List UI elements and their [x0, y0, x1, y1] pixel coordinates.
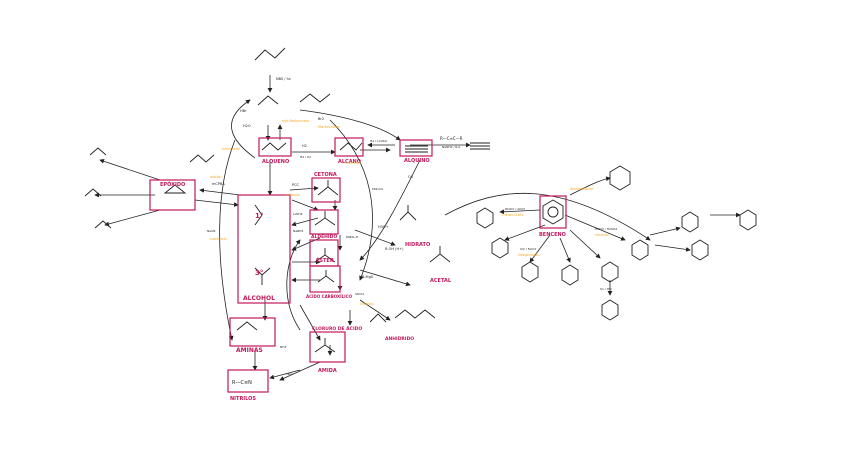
- reaction-arrows-right: [445, 178, 740, 295]
- cond-nabh4: NaBH4: [293, 229, 303, 233]
- alkyne-formula: R—C≡C—R: [440, 136, 463, 141]
- label-aldehido: ALDEHIDO: [311, 234, 337, 240]
- box-aminas: [230, 318, 275, 346]
- label-alcohol: ALCOHOL: [243, 295, 275, 302]
- cond-lah: LiAlH4: [293, 212, 303, 216]
- label-cloruro: CLORURO DE ÁCIDO: [312, 325, 362, 332]
- box-aldehido: [310, 210, 338, 234]
- cond-lindlar: H2 / Lindlar: [370, 139, 388, 143]
- cond-socl2: SOCl2: [355, 292, 364, 296]
- cond-hbr: HBr: [240, 109, 247, 113]
- molecule-sketches: [85, 48, 756, 352]
- cond-mcpba: mCPBA: [212, 182, 225, 186]
- box-benceno: [540, 196, 566, 228]
- note-sustitucion: sustitución: [210, 237, 227, 241]
- cond-heat: calor: [286, 372, 294, 376]
- label-tertiary: 3°: [255, 269, 263, 277]
- note-reduccion: reducción: [345, 161, 361, 165]
- note-hidrolisis: hidrólisis: [360, 302, 374, 306]
- label-alquino: ALQUINO: [404, 158, 430, 164]
- note-oxidacion: oxidación: [285, 193, 300, 197]
- cond-nbs: NBS / hv: [276, 77, 291, 81]
- cond-h2-pd: H2 / Pd: [300, 155, 311, 159]
- label-aminas: AMINAS: [236, 347, 263, 354]
- cond-o3: O3: [408, 175, 413, 179]
- cond-h2: H2: [302, 144, 307, 148]
- cond-nh3: NH3: [280, 345, 287, 349]
- label-anhidrido: ANHIDRIDO: [385, 336, 414, 342]
- cond-alcl3: RCOCl / AlCl3: [505, 207, 525, 211]
- cond-grignard: R-MgX: [362, 275, 374, 279]
- reagent-conditions: NBS / hv H2 H2 / Pd H2 / Lindlar Br2 HBr…: [207, 77, 617, 376]
- label-nitrilos: NITRILOS: [230, 396, 256, 402]
- note-halogenacion: halogenación: [518, 253, 539, 257]
- note-nitracion: nitración: [595, 233, 609, 237]
- box-alcohol: [238, 195, 290, 303]
- formula-text: R—C≡N R—C≡C—R: [232, 136, 463, 386]
- cond-nanh2: NaNH2 / R-X: [442, 145, 460, 149]
- box-cetona: [312, 178, 340, 202]
- label-alqueno: ALQUENO: [262, 159, 289, 165]
- note-eliminacion: eliminación: [222, 147, 240, 151]
- label-primary: 1°: [255, 212, 263, 220]
- note-friedel: Friedel-Crafts: [502, 213, 524, 217]
- cond-sn-hcl: Sn / HCl: [600, 287, 612, 291]
- note-deshidratacion: deshidratación: [570, 187, 594, 191]
- nitrile-formula: R—C≡N: [232, 380, 252, 386]
- label-amida: AMIDA: [318, 368, 337, 374]
- label-hidrato: HIDRATO: [405, 242, 430, 248]
- cond-kmno4: KMnO4: [372, 187, 383, 191]
- cond-fecl3: Cl2 / FeCl3: [520, 247, 536, 251]
- note-markovnikov: Markovnikov: [318, 125, 340, 129]
- box-acido: [310, 266, 340, 292]
- orange-notes: Markovnikov anti-Markovnikov reducción o…: [210, 119, 609, 306]
- label-ester: ÉSTER: [316, 256, 334, 264]
- cond-h3o: H3O+: [378, 225, 389, 229]
- cond-roh: R-OH (H+): [385, 247, 404, 251]
- label-acetal: ACETAL: [430, 278, 452, 284]
- label-acido: ÁCIDO CARBOXÍLICO: [306, 294, 353, 299]
- cond-nacn: NaCN: [207, 229, 215, 233]
- cond-h2o: H2O: [243, 124, 251, 128]
- cond-dibal: DIBAL-H: [346, 235, 358, 239]
- label-epoxido: EPÓXIDO: [160, 181, 185, 188]
- note-anti-markovnikov: anti-Markovnikov: [282, 119, 309, 123]
- label-benceno: BENCENO: [539, 232, 566, 238]
- note-adicion: adición: [210, 175, 221, 179]
- cond-br2: Br2: [318, 117, 324, 121]
- box-alquino: [400, 140, 432, 156]
- label-cetona: CETONA: [314, 172, 337, 178]
- cond-hno3: HNO3 / H2SO4: [595, 227, 617, 231]
- cond-pcc: PCC: [292, 183, 300, 187]
